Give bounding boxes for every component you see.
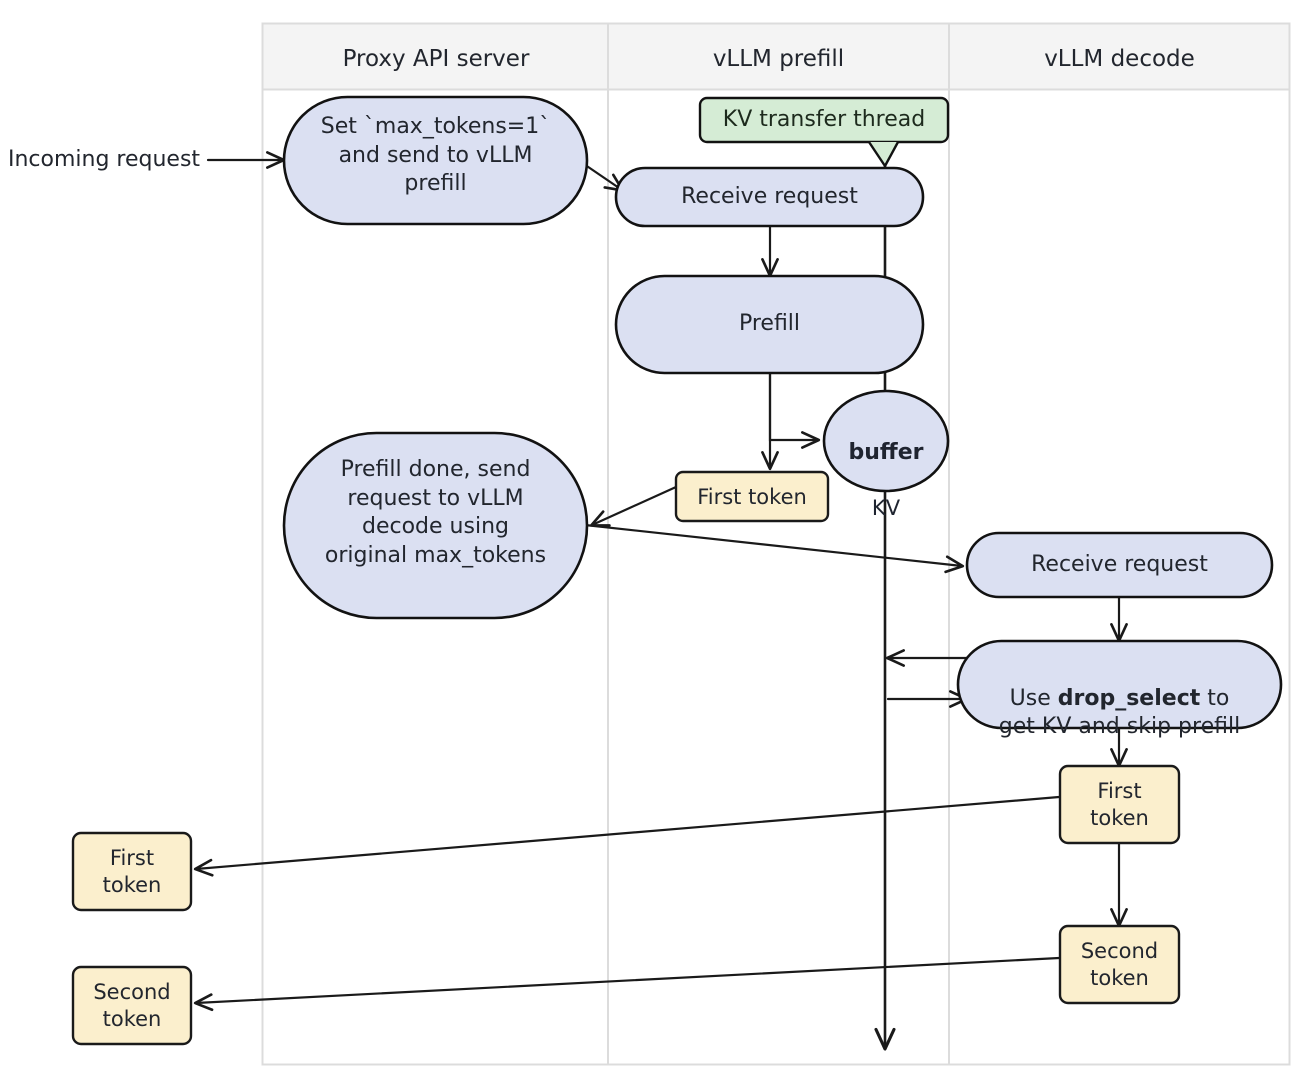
node-shape-proxy-first-token [71,831,193,912]
node-layer [71,95,1283,1046]
edge-prefilldone-to-decodereceive [583,523,965,574]
edge-firsttoken-to-prefilldone [589,485,678,527]
edge-decodesecond-to-proxysecond [193,956,1061,1012]
node-shape-buffer-kv [822,389,950,493]
node-shape-decode-first-token [1058,764,1181,845]
node-shape-decode-second-token [1058,924,1181,1005]
edge-layer [193,151,1128,1012]
edge-prefill-to-buffer [768,371,821,449]
note-tail-kv-transfer-thread [868,141,900,168]
node-shape-decode-receive-request [965,531,1274,599]
node-shape-proxy-second-token [71,965,193,1046]
node-shape-set-max-tokens [282,95,589,226]
edge-decodefirst-to-proxyfirst [193,795,1061,877]
node-shape-prefill [614,274,925,375]
node-shape-drop-select [956,639,1283,730]
node-shape-prefill-first-token [674,470,830,523]
note-shape-kv-transfer-thread [698,96,950,144]
node-shape-prefill-done [282,431,589,620]
node-shape-prefill-receive-request [614,166,925,228]
